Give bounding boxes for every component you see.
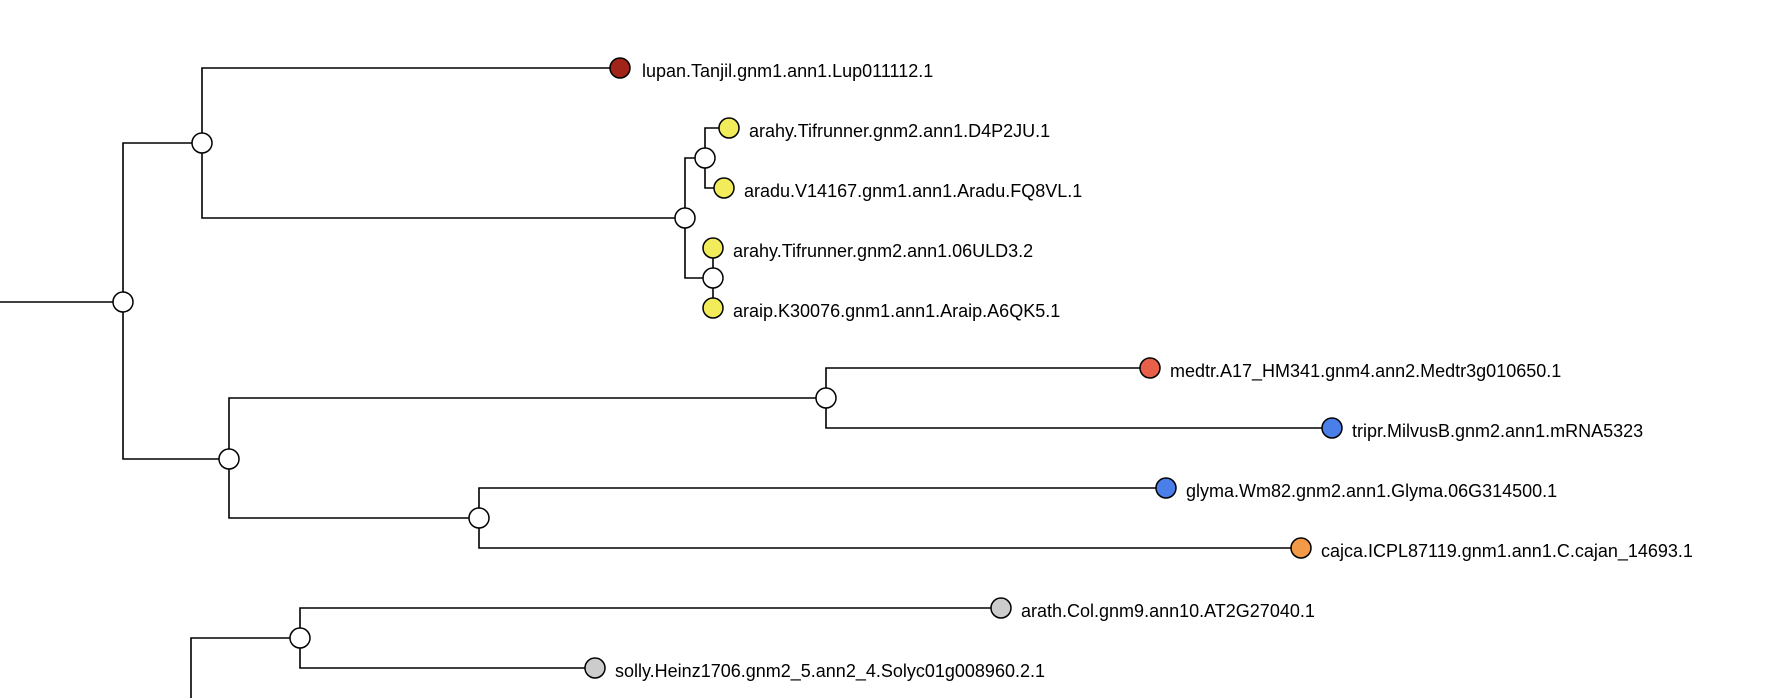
branch-clade-b — [201, 67, 685, 219]
leaf[interactable]: arahy.Tifrunner.gnm2.ann1.D4P2JU.1 — [718, 117, 1050, 141]
internal-node — [191, 132, 213, 154]
branch-outgroup — [190, 637, 300, 698]
internal-node — [289, 627, 311, 649]
leaf-label: cajca.ICPL87119.gnm1.ann1.C.cajan_14693.… — [1321, 541, 1693, 562]
internal-node — [468, 507, 490, 529]
leaf-marker — [713, 177, 735, 199]
leaf-label: arath.Col.gnm9.ann10.AT2G27040.1 — [1021, 601, 1315, 621]
branch-clade-g — [478, 487, 1301, 549]
internal-nodes — [112, 132, 837, 649]
leaf-label: solly.Heinz1706.gnm2_5.ann2_4.Solyc01g00… — [615, 661, 1045, 682]
leaf-marker — [702, 237, 724, 259]
leaf-marker — [609, 57, 631, 79]
internal-node — [694, 147, 716, 169]
leaf[interactable]: solly.Heinz1706.gnm2_5.ann2_4.Solyc01g00… — [584, 657, 1045, 682]
leaf-marker — [1321, 417, 1343, 439]
leaf-marker — [1139, 357, 1161, 379]
branch-clade-a — [122, 142, 229, 460]
leaf-label: medtr.A17_HM341.gnm4.ann2.Medtr3g010650.… — [1170, 361, 1561, 382]
leaf-label: glyma.Wm82.gnm2.ann1.Glyma.06G314500.1 — [1186, 481, 1557, 501]
internal-node — [112, 291, 134, 313]
leaf-label: arahy.Tifrunner.gnm2.ann1.D4P2JU.1 — [749, 121, 1050, 141]
leaf-label: arahy.Tifrunner.gnm2.ann1.06ULD3.2 — [733, 241, 1033, 261]
leaf[interactable]: arahy.Tifrunner.gnm2.ann1.06ULD3.2 — [702, 237, 1033, 261]
leaf[interactable]: medtr.A17_HM341.gnm4.ann2.Medtr3g010650.… — [1139, 357, 1561, 382]
leaf[interactable]: lupan.Tanjil.gnm1.ann1.Lup011112.1 — [609, 57, 933, 81]
leaf-label: tripr.MilvusB.gnm2.ann1.mRNA5323 — [1352, 421, 1643, 441]
leaf[interactable]: araip.K30076.gnm1.ann1.Araip.A6QK5.1 — [702, 297, 1060, 321]
leaf[interactable]: glyma.Wm82.gnm2.ann1.Glyma.06G314500.1 — [1155, 477, 1557, 501]
internal-node — [218, 448, 240, 470]
leaf-marker — [718, 117, 740, 139]
internal-node — [702, 267, 724, 289]
branch-clade-e — [228, 397, 826, 519]
branch-clade-h — [299, 607, 1001, 669]
leaf-marker — [584, 657, 606, 679]
leaf-marker — [702, 297, 724, 319]
leaf[interactable]: arath.Col.gnm9.ann10.AT2G27040.1 — [990, 597, 1315, 621]
leaf-marker — [1290, 537, 1312, 559]
leaf-label: lupan.Tanjil.gnm1.ann1.Lup011112.1 — [642, 61, 933, 81]
leaf-label: aradu.V14167.gnm1.ann1.Aradu.FQ8VL.1 — [744, 181, 1082, 201]
leaf[interactable]: tripr.MilvusB.gnm2.ann1.mRNA5323 — [1321, 417, 1643, 441]
leaf-marker — [990, 597, 1012, 619]
internal-node — [674, 207, 696, 229]
leaf[interactable]: aradu.V14167.gnm1.ann1.Aradu.FQ8VL.1 — [713, 177, 1082, 201]
leaf-nodes: lupan.Tanjil.gnm1.ann1.Lup011112.1 arahy… — [584, 57, 1693, 682]
leaf[interactable]: cajca.ICPL87119.gnm1.ann1.C.cajan_14693.… — [1290, 537, 1693, 562]
leaf-marker — [1155, 477, 1177, 499]
leaf-label: araip.K30076.gnm1.ann1.Araip.A6QK5.1 — [733, 301, 1060, 321]
internal-node — [815, 387, 837, 409]
